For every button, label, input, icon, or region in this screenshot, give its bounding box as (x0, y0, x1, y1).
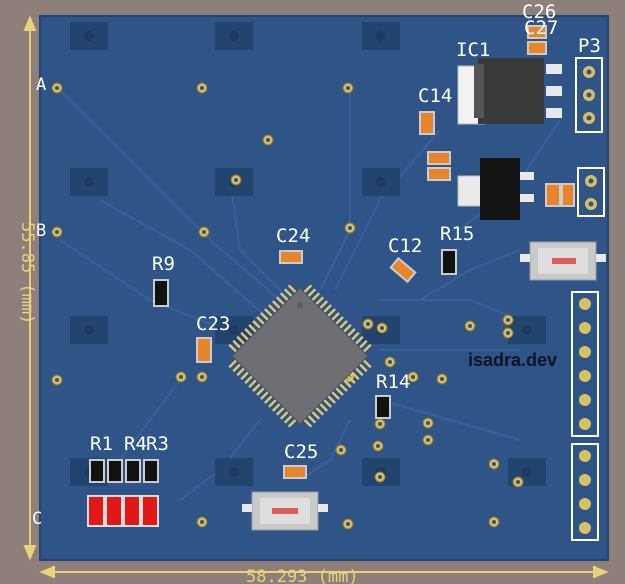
voltage-regulator (457, 158, 534, 220)
edge-letter-a: A (36, 75, 46, 95)
label-c14: C14 (418, 85, 452, 107)
edge-letter-b: B (36, 221, 46, 241)
label-c23: C23 (196, 313, 230, 335)
label-c24: C24 (276, 225, 310, 247)
watermark: isadra.dev (468, 350, 557, 370)
push-button-top (520, 241, 606, 281)
dimension-height-label: 55.85 (mm) (17, 222, 37, 324)
p3-header (575, 57, 603, 133)
label-p3: P3 (578, 35, 601, 57)
header-4pin (571, 443, 599, 541)
push-button-bottom (242, 491, 328, 531)
led-array (87, 495, 159, 527)
edge-letter-c: C (32, 509, 42, 529)
resistors (89, 249, 457, 483)
label-r14: R14 (376, 371, 410, 393)
label-r3: R3 (146, 433, 169, 455)
header-2pin (577, 167, 605, 217)
label-r1: R1 (90, 433, 113, 455)
label-r4: R4 (124, 433, 147, 455)
label-ic1: IC1 (456, 39, 490, 61)
ic1-regulator (457, 58, 562, 125)
capacitors (196, 25, 575, 479)
label-c27: C27 (524, 17, 558, 39)
dimension-lines (23, 15, 609, 579)
dimension-width-label: 58.293 (mm) (246, 567, 359, 584)
label-r9: R9 (152, 253, 175, 275)
label-c12: C12 (388, 235, 422, 257)
header-6pin (571, 291, 599, 437)
qfp-microcontroller (228, 284, 372, 428)
label-c26: C26 (522, 1, 556, 23)
label-r15: R15 (440, 223, 474, 245)
label-c25: C25 (284, 441, 318, 463)
